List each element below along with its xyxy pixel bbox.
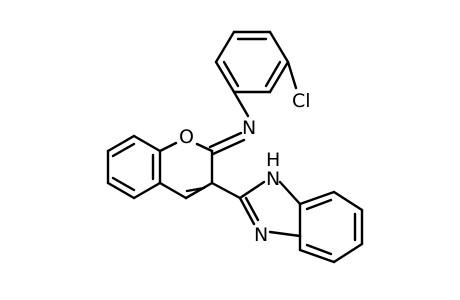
benzimidazole-benzo-ring: [298, 190, 364, 264]
pyran-ring: [158, 141, 214, 200]
chromene-benzo-ring: [106, 134, 162, 200]
c-cl-bond: [286, 60, 298, 90]
nh-n-label: N: [266, 168, 280, 190]
phenyl-n-bond: [232, 90, 250, 118]
chromene-benzimidazole-bond: [210, 181, 242, 200]
nh-h-label: H: [266, 149, 280, 171]
imine-double-bond: [208, 131, 246, 156]
ring-oxygen-label: O: [179, 126, 194, 148]
imine-n-label: N: [242, 117, 256, 139]
cl-atom-label: Cl: [292, 90, 311, 112]
benzimidazole-n-label: N: [254, 224, 268, 246]
chlorophenyl-ring: [214, 30, 290, 94]
imidazole-ring: [238, 180, 302, 238]
